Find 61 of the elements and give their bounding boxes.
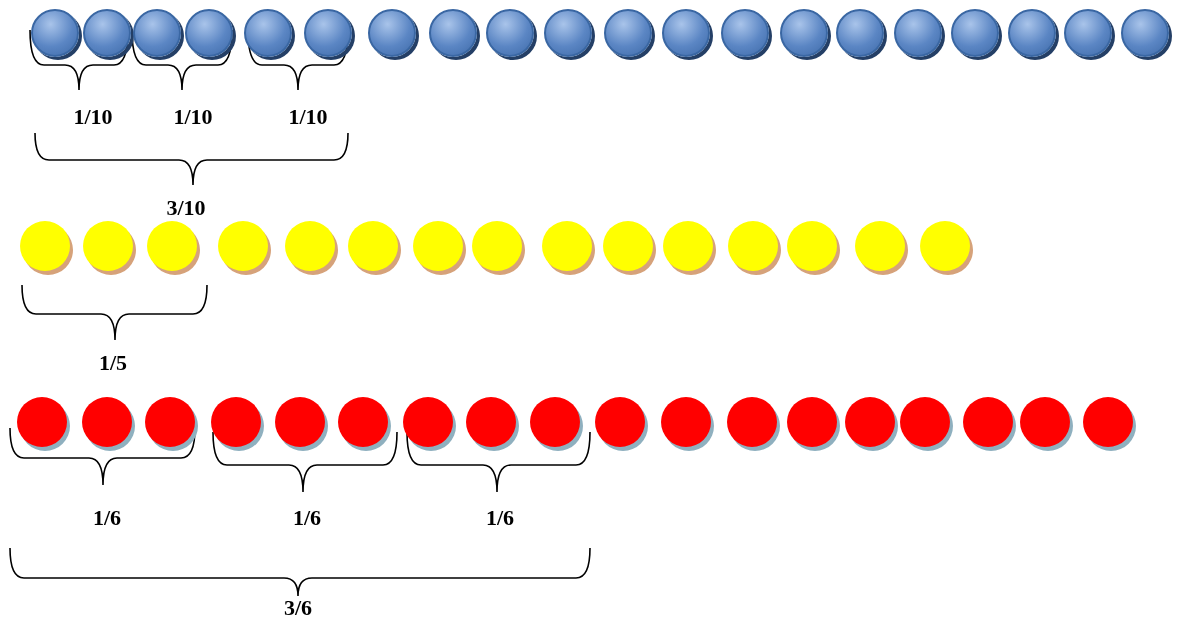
bead-circle	[663, 221, 713, 271]
bead-circle	[20, 221, 70, 271]
fraction-label: 1/10	[73, 106, 113, 128]
fraction-label: 3/10	[166, 197, 206, 219]
bead-circle	[31, 9, 79, 57]
bead-circle	[780, 9, 828, 57]
bead-circle	[218, 221, 268, 271]
fraction-label: 1/5	[98, 352, 128, 374]
bead-circle	[147, 221, 197, 271]
bead-circle	[603, 221, 653, 271]
bead-circle	[413, 221, 463, 271]
bead-circle	[530, 397, 580, 447]
bead-circle	[855, 221, 905, 271]
bead-circle	[544, 9, 592, 57]
bead-circle	[472, 221, 522, 271]
bead-circle	[17, 397, 67, 447]
bead-circle	[1064, 9, 1112, 57]
bead-circle	[900, 397, 950, 447]
bead-circle	[285, 221, 335, 271]
bead-circle	[185, 9, 233, 57]
bead-circle	[951, 9, 999, 57]
bead-circle	[662, 9, 710, 57]
bead-circle	[595, 397, 645, 447]
bead-circle	[836, 9, 884, 57]
bead-circle	[429, 9, 477, 57]
bead-circle	[368, 9, 416, 57]
fraction-label: 1/10	[288, 106, 328, 128]
bead-circle	[1020, 397, 1070, 447]
bead-circle	[133, 9, 181, 57]
fraction-label: 3/6	[283, 597, 313, 619]
fraction-label: 1/6	[485, 507, 515, 529]
fraction-label: 1/10	[173, 106, 213, 128]
bead-circle	[244, 9, 292, 57]
bead-circle	[787, 221, 837, 271]
bead-circle	[963, 397, 1013, 447]
bead-circle	[466, 397, 516, 447]
bead-circle	[82, 397, 132, 447]
bead-circle	[83, 9, 131, 57]
bead-circle	[1121, 9, 1169, 57]
bead-circle	[727, 397, 777, 447]
fraction-label: 1/6	[92, 507, 122, 529]
bead-circle	[304, 9, 352, 57]
bead-circle	[721, 9, 769, 57]
bead-circle	[1083, 397, 1133, 447]
bead-circle	[845, 397, 895, 447]
bead-circle	[661, 397, 711, 447]
bead-circle	[787, 397, 837, 447]
bead-circle	[604, 9, 652, 57]
bead-circle	[83, 221, 133, 271]
bead-circle	[403, 397, 453, 447]
bead-circle	[1008, 9, 1056, 57]
bead-circle	[920, 221, 970, 271]
bead-circle	[894, 9, 942, 57]
bead-circle	[348, 221, 398, 271]
fraction-label: 1/6	[292, 507, 322, 529]
bead-circle	[211, 397, 261, 447]
bead-circle	[145, 397, 195, 447]
bead-circle	[486, 9, 534, 57]
bead-circle	[275, 397, 325, 447]
bead-circle	[542, 221, 592, 271]
bead-circle	[338, 397, 388, 447]
